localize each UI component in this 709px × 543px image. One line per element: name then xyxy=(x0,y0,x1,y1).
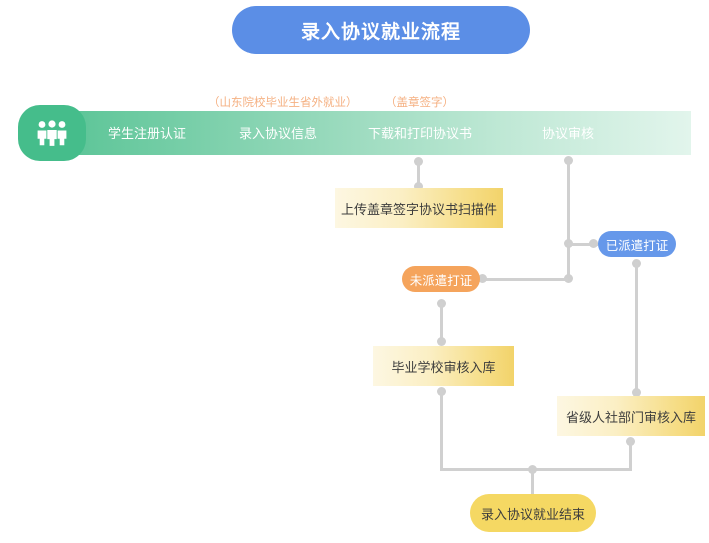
banner-step-enter-agreement-info[interactable]: 录入协议信息 xyxy=(238,126,317,141)
node-province-review[interactable]: 省级人社部门审核入库 xyxy=(557,396,705,436)
node-province-review-label: 省级人社部门审核入库 xyxy=(565,409,696,425)
connector-line xyxy=(567,160,570,282)
connector-line xyxy=(629,440,632,471)
node-finish-label: 录入协议就业结束 xyxy=(480,506,585,522)
page-title: 录入协议就业流程 xyxy=(300,21,461,43)
connector-line xyxy=(568,243,598,246)
connector-line xyxy=(440,390,443,470)
connector-dot xyxy=(437,337,446,346)
node-upload-scan[interactable]: 上传盖章签字协议书扫描件 xyxy=(335,188,503,228)
banner-step-agreement-review[interactable]: 协议审核 xyxy=(541,126,594,141)
annotation-shandong-offsite: （山东院校毕业生省外就业） xyxy=(208,97,358,109)
connector-dot xyxy=(589,239,598,248)
connector-line xyxy=(417,160,420,188)
annotation-stamp-signature: （盖章签字） xyxy=(385,97,454,109)
node-undispatched-label: 未派遣打证 xyxy=(409,273,473,288)
connector-line xyxy=(440,468,534,471)
connector-line xyxy=(482,278,568,281)
banner-step-student-registration[interactable]: 学生注册认证 xyxy=(107,126,186,141)
connector-line xyxy=(440,302,443,340)
process-banner xyxy=(18,111,691,155)
people-group-icon xyxy=(18,105,86,161)
node-school-review[interactable]: 毕业学校审核入库 xyxy=(373,346,514,386)
node-upload-scan-label: 上传盖章签字协议书扫描件 xyxy=(340,201,497,217)
connector-line xyxy=(635,262,638,392)
page-title-bar: 录入协议就业流程 xyxy=(232,6,530,54)
connector-dot xyxy=(478,274,487,283)
node-dispatched-label: 已派遣打证 xyxy=(605,238,669,253)
connector-dot xyxy=(564,274,573,283)
node-finish[interactable]: 录入协议就业结束 xyxy=(470,494,596,532)
connector-dot xyxy=(414,182,423,191)
connector-dot xyxy=(528,465,537,474)
node-undispatched[interactable]: 未派遣打证 xyxy=(402,266,480,292)
node-school-review-label: 毕业学校审核入库 xyxy=(391,359,496,375)
connector-dot xyxy=(632,388,641,397)
connector-line xyxy=(531,468,632,471)
connector-line xyxy=(531,470,534,494)
banner-step-download-print-agreement[interactable]: 下载和打印协议书 xyxy=(367,126,472,141)
node-dispatched[interactable]: 已派遣打证 xyxy=(598,231,676,257)
